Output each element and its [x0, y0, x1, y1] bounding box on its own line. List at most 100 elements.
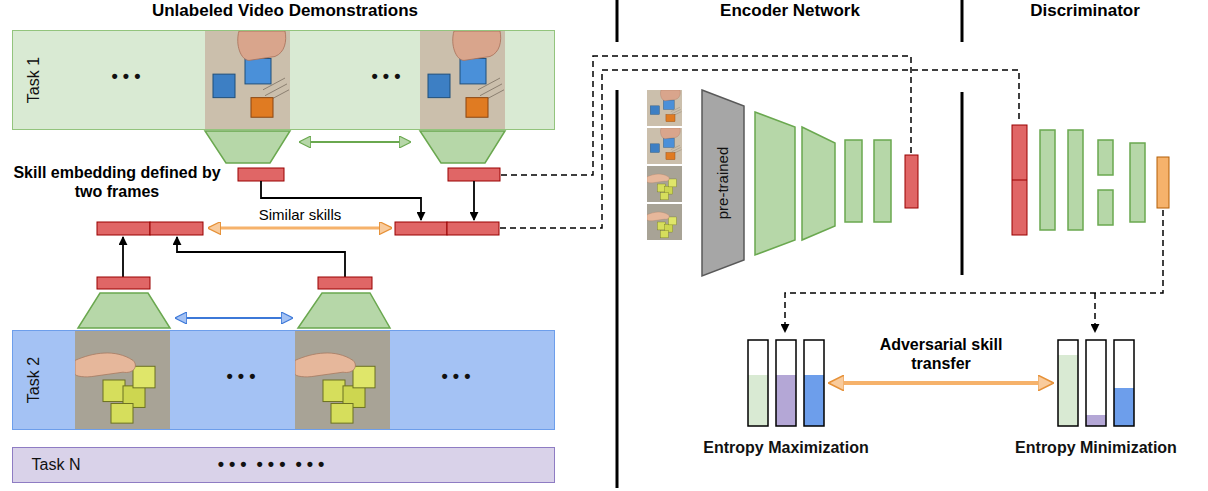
bar-outline [1086, 340, 1106, 426]
task1-encoders [205, 131, 505, 181]
annotation: Skill embedding defined by two frames [4, 163, 230, 201]
transfer-arrow [830, 381, 1052, 385]
bar-outline [1114, 340, 1134, 426]
embedding-box [447, 222, 499, 235]
conv-layer [755, 112, 795, 255]
histogram-heading: Entropy Maximization [703, 438, 868, 457]
bar-fill [776, 375, 796, 426]
thumbnail-frame [647, 204, 682, 240]
conv-layer [802, 127, 835, 240]
encoder-trapezoid [205, 131, 290, 163]
bar-outline [1058, 340, 1078, 426]
histogram-bars [1056, 338, 1136, 428]
ellipsis: • • • [442, 366, 471, 388]
histogram-bar [776, 340, 796, 426]
task2-encoders [78, 277, 390, 328]
dense-layer [845, 140, 862, 222]
separator-line [961, 0, 964, 42]
separator-line [616, 90, 619, 488]
task-band: Task 2 • • • • • • [12, 330, 555, 430]
pretrained-block: pre-trained [702, 90, 744, 276]
separator-lines [617, 0, 962, 488]
histogram-bar [748, 340, 768, 426]
separator-line [616, 0, 619, 42]
trapezoid-shape [702, 90, 744, 276]
video-frames [13, 31, 554, 129]
section-heading: Discriminator [1030, 1, 1140, 21]
entropy-histogram: Entropy Maximization [746, 338, 826, 428]
bar-fill [1086, 415, 1106, 426]
class-output [1157, 157, 1169, 208]
encoder-network [647, 90, 918, 255]
histogram-bar [1058, 340, 1078, 426]
discriminator-network [1012, 125, 1169, 235]
ellipsis: • • • [227, 366, 256, 388]
dense-layer [1098, 190, 1113, 225]
bar-fill [1058, 355, 1078, 426]
embedding-box [150, 222, 203, 235]
bar-outline [748, 340, 768, 426]
dense-layer [1068, 130, 1083, 230]
ellipsis: • • • • • • • • • [218, 454, 325, 476]
video-frame [295, 331, 390, 429]
encoder-trapezoid [420, 131, 505, 163]
similarity-arrow [209, 227, 391, 230]
dense-layer [1040, 130, 1055, 230]
section-heading: Encoder Network [720, 1, 860, 21]
thumbnail-frame [647, 166, 682, 202]
separator-line [961, 92, 964, 275]
embedding-box [395, 222, 447, 235]
arrow-label: Similar skills [259, 206, 342, 224]
encoder-trapezoid [78, 293, 170, 328]
ellipsis: • • • [112, 66, 141, 88]
thumbnail-frame [647, 128, 682, 164]
embedding-box [318, 277, 372, 289]
histogram-bar [804, 340, 824, 426]
bar-outline [776, 340, 796, 426]
histogram-bar [1086, 340, 1106, 426]
encoder-trapezoid [298, 293, 390, 328]
dashed-link [785, 210, 1163, 332]
task-label: Task 2 [24, 357, 43, 403]
edge-label: Adversarial skill transfer [856, 335, 1026, 373]
dashed-link [1094, 293, 1096, 332]
bar-outline [804, 340, 824, 426]
histogram-bars [746, 338, 826, 428]
concat-arrow [122, 237, 124, 277]
video-frames [13, 331, 554, 429]
histogram-heading: Entropy Minimization [1015, 438, 1177, 457]
concat-arrow [177, 237, 345, 277]
dense-layer [1098, 140, 1113, 175]
embedding-box [238, 168, 284, 181]
concat-arrow [473, 181, 475, 220]
video-frame [75, 331, 170, 429]
embedding-box [448, 168, 500, 181]
ellipsis: • • • [372, 66, 401, 88]
dashed-links [500, 56, 1163, 332]
entropy-histogram: Entropy Minimization [1056, 338, 1136, 428]
bar-fill [1114, 388, 1134, 426]
video-frame [420, 31, 505, 129]
pair-input [1012, 125, 1027, 235]
thumbnail-frame [647, 90, 682, 126]
histogram-bar [1114, 340, 1134, 426]
shared-weights-arrow [176, 317, 292, 319]
embedding-box [97, 222, 150, 235]
task-label: Task N [32, 455, 81, 474]
skill-pairs [97, 222, 499, 235]
shared-weights-arrow [300, 141, 410, 143]
dense-layer [874, 140, 891, 222]
concat-arrows [123, 181, 474, 277]
embedding-box [97, 277, 150, 289]
dense-layer [1130, 143, 1145, 222]
pair-split [1012, 180, 1027, 181]
section-heading: Unlabeled Video Demonstrations [152, 1, 418, 21]
bar-fill [804, 375, 824, 426]
task-label: Task 1 [24, 57, 43, 103]
block-label: pre-trained [714, 147, 732, 220]
video-frame [205, 31, 290, 129]
task-band: Task 1 • • • • • • [12, 30, 555, 130]
embedding-output [905, 155, 918, 208]
